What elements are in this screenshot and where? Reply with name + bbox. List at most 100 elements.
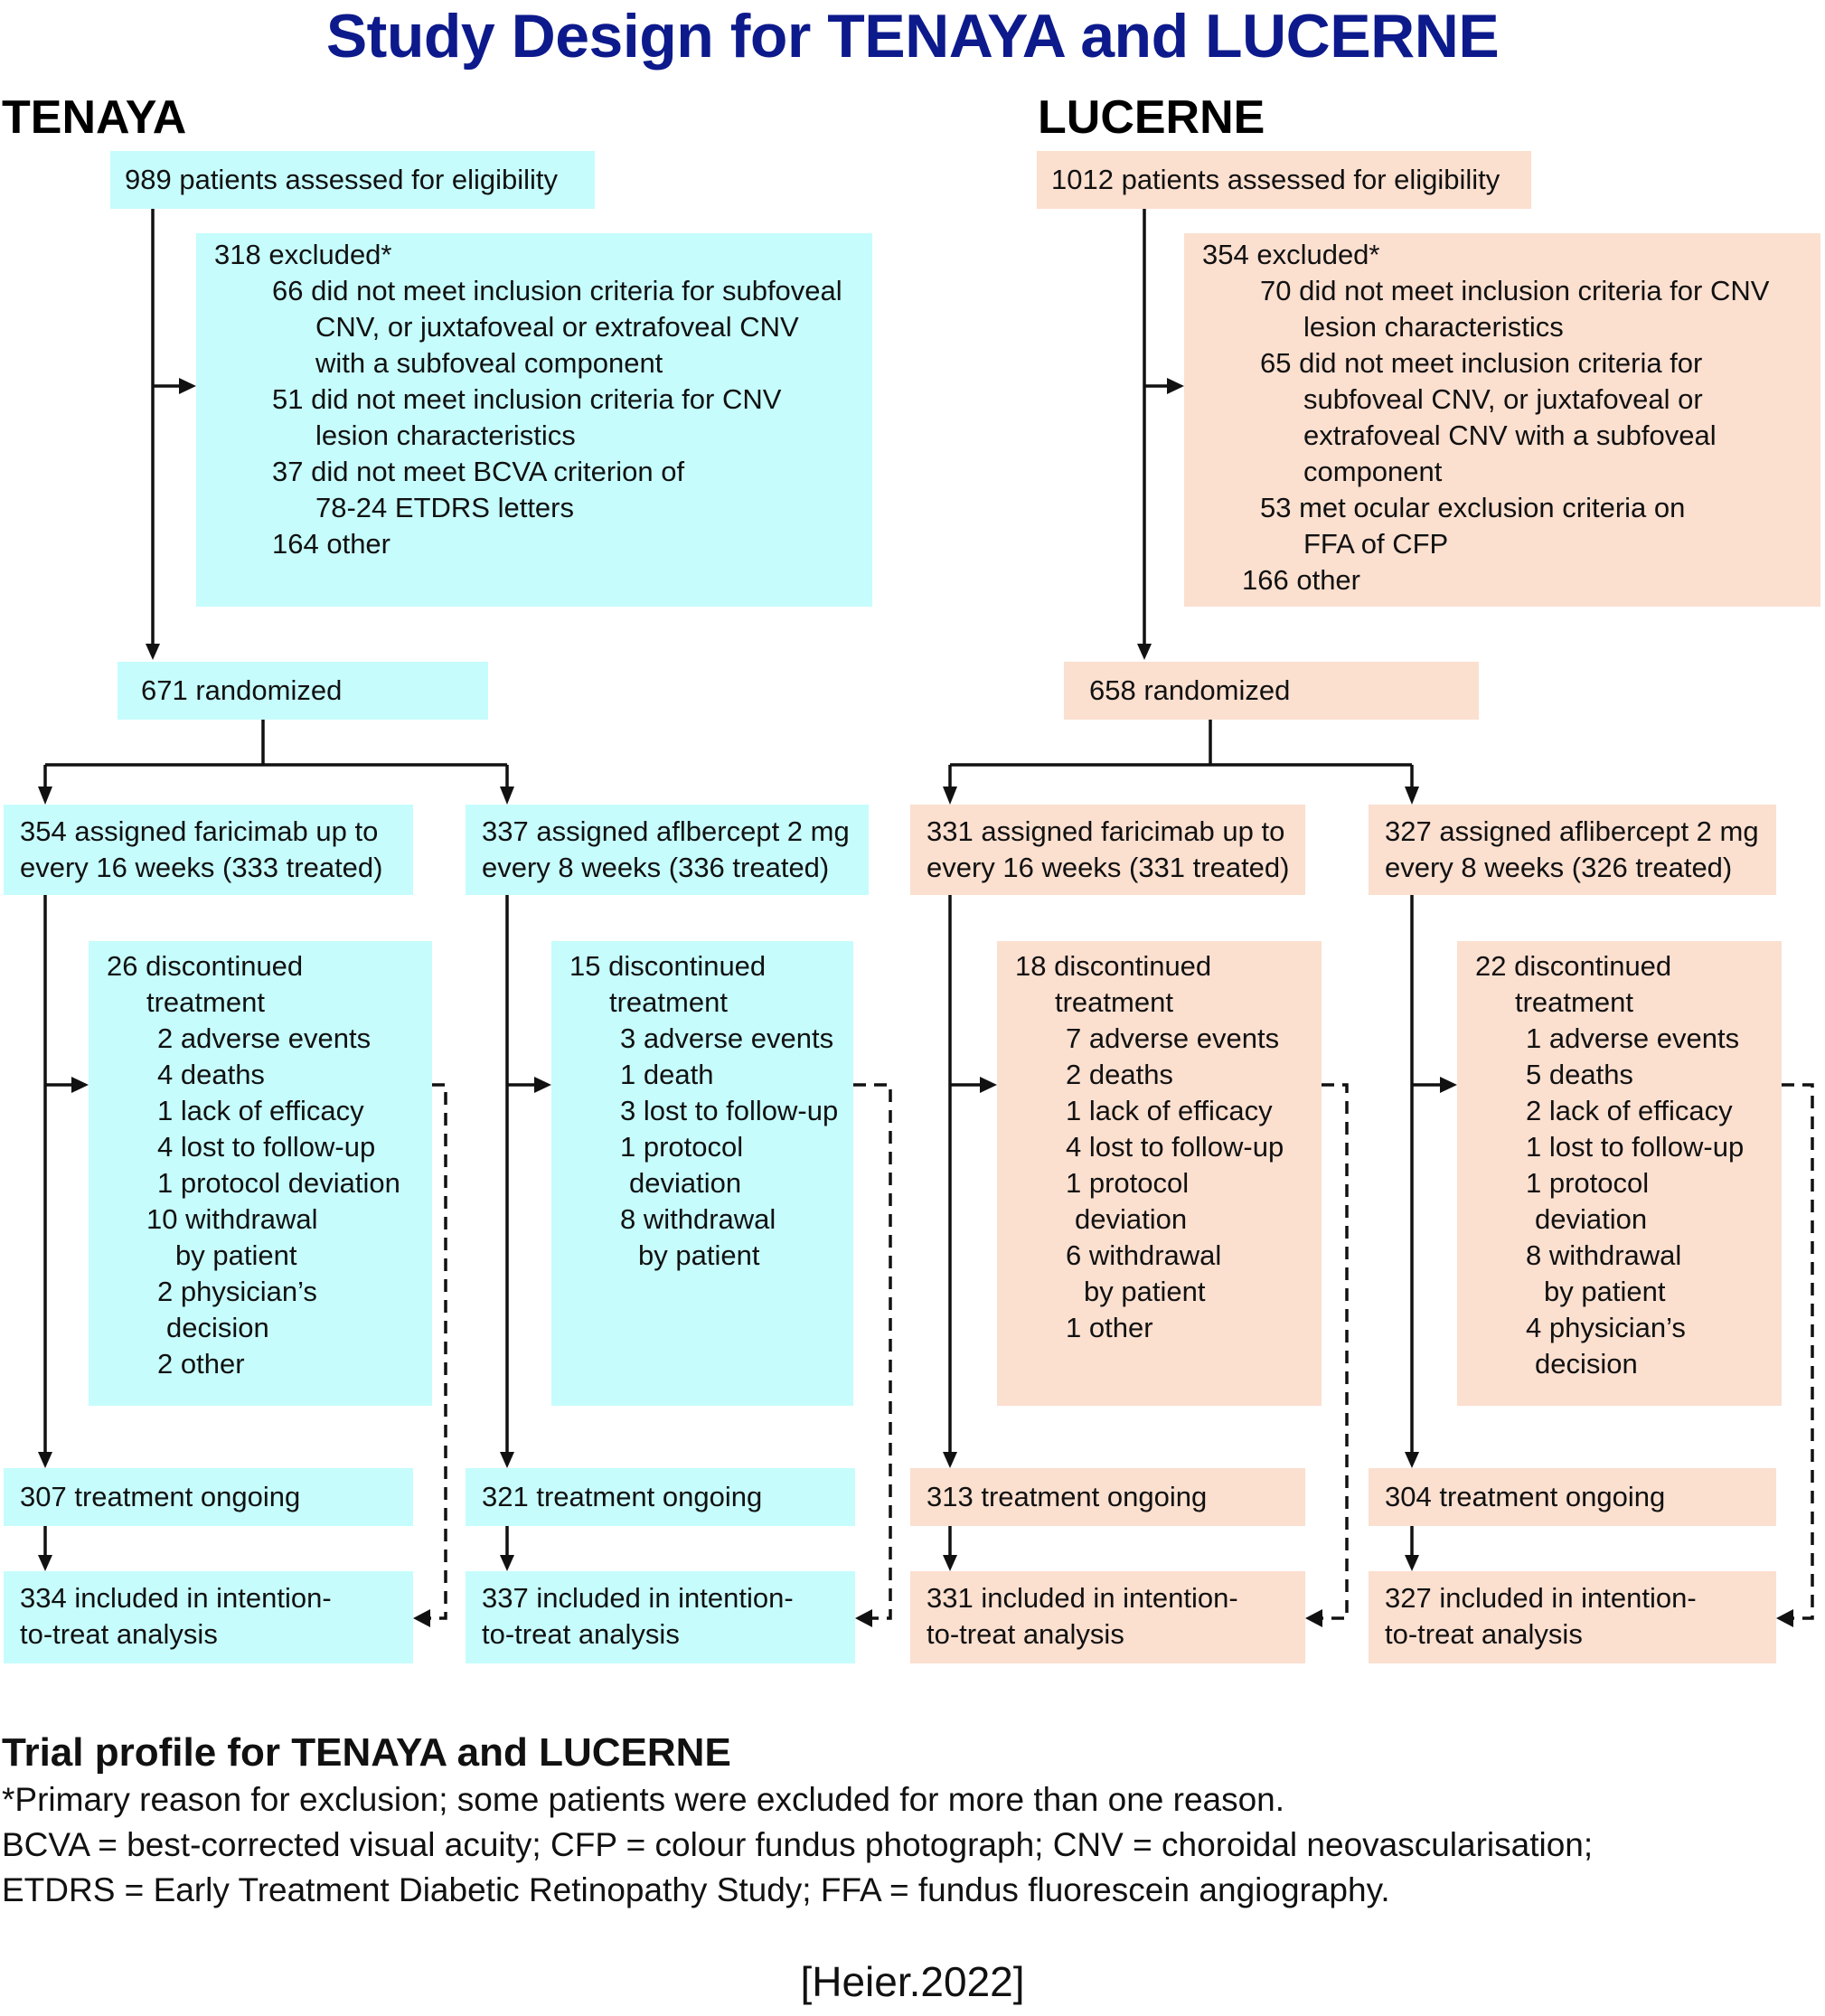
excluded-reason: lesion characteristics (315, 419, 576, 451)
itt-line: to-treat analysis (20, 1618, 218, 1650)
discontinued-reason: by patient (1544, 1276, 1666, 1307)
discontinued-reason: by patient (175, 1239, 297, 1271)
discontinued-header: 15 discontinued (569, 950, 767, 982)
tenaya-randomized-box: 671 randomized (118, 662, 488, 720)
footnote-line: *Primary reason for exclusion; some pati… (2, 1781, 1285, 1818)
assigned-line: 327 assigned aflibercept 2 mg (1385, 815, 1759, 847)
footer-title: Trial profile for TENAYA and LUCERNE (2, 1730, 731, 1775)
tenaya-arm-2-itt-box: 337 included in intention-to-treat analy… (466, 1571, 855, 1663)
arrow-down-icon (1405, 787, 1419, 805)
excluded-reason: with a subfoveal component (315, 347, 663, 379)
discontinued-reason: 1 death (620, 1059, 714, 1090)
excluded-reason: 166 other (1242, 564, 1360, 596)
arrow-down-icon (146, 644, 160, 660)
itt-text: 334 included in intention-to-treat analy… (4, 1571, 413, 1662)
excluded-reason: component (1303, 456, 1443, 487)
page-title: Study Design for TENAYA and LUCERNE (325, 2, 1500, 71)
assigned-line: every 8 weeks (336 treated) (482, 852, 830, 883)
dashed-connector (1782, 1083, 1814, 1620)
arrow-right-icon (1440, 1077, 1457, 1093)
discontinued-reason: 7 adverse events (1066, 1022, 1280, 1054)
discontinued-header: 22 discontinued (1475, 950, 1672, 982)
discontinued-reason: 8 withdrawal (620, 1203, 776, 1235)
tenaya-arm-2-assigned-box: 337 assigned aflbercept 2 mg every 8 week… (466, 805, 869, 895)
itt-text: 327 included in intention-to-treat analy… (1369, 1571, 1776, 1662)
arrow-down-icon (38, 1555, 52, 1571)
tenaya-randomized-text: 671 randomized (141, 674, 343, 706)
lucerne-randomized-box: 658 randomized (1064, 662, 1479, 720)
assigned-line: 337 assigned aflbercept 2 mg (482, 815, 850, 847)
discontinued-reason: 3 lost to follow-up (620, 1095, 839, 1126)
discontinued-reason: 1 lack of efficacy (1066, 1095, 1273, 1126)
arrow-left-icon (1776, 1609, 1793, 1627)
lucerne-arm-2-itt-box: 327 included in intention-to-treat analy… (1369, 1571, 1776, 1663)
ongoing-text: 307 treatment ongoing (20, 1481, 301, 1512)
arrow-down-icon (500, 1555, 514, 1571)
discontinued-reason: 1 other (1066, 1312, 1153, 1343)
assigned-line: every 8 weeks (326 treated) (1385, 852, 1733, 883)
itt-line: 337 included in intention- (482, 1582, 794, 1614)
discontinued-reason: 6 withdrawal (1066, 1239, 1222, 1271)
tenaya-arm-2-ongoing-box: 321 treatment ongoing (466, 1468, 855, 1526)
tenaya-excluded-box: 318 excluded* 66 did not meet inclusion … (196, 233, 872, 607)
lucerne-arm-2-ongoing-box: 304 treatment ongoing (1369, 1468, 1776, 1526)
itt-text: 331 included in intention-to-treat analy… (910, 1571, 1305, 1662)
excluded-reason: 70 did not meet inclusion criteria for C… (1260, 275, 1770, 306)
tenaya-assessed-text: 989 patients assessed for eligibility (125, 164, 559, 195)
discontinued-reason: 1 lack of efficacy (157, 1095, 364, 1126)
discontinued-reason: decision (166, 1312, 269, 1343)
discontinued-reason: 2 deaths (1066, 1059, 1173, 1090)
discontinued-reason: 1 protocol deviation (157, 1167, 400, 1199)
itt-line: 334 included in intention- (20, 1582, 332, 1614)
excluded-reason: 78-24 ETDRS letters (315, 492, 574, 523)
arrow-down-icon (1405, 1555, 1419, 1571)
arrow-left-icon (855, 1609, 872, 1627)
discontinued-header: treatment (1515, 986, 1633, 1018)
discontinued-reason: 4 lost to follow-up (1066, 1131, 1284, 1163)
discontinued-reason: by patient (638, 1239, 760, 1271)
lucerne-assessed-text: 1012 patients assessed for eligibility (1051, 164, 1500, 195)
excluded-reason: subfoveal CNV, or juxtafoveal or (1303, 383, 1703, 415)
arrow-right-icon (71, 1077, 89, 1093)
dashed-connector (853, 1083, 892, 1620)
arrow-right-icon (534, 1077, 551, 1093)
ongoing-text: 313 treatment ongoing (927, 1481, 1208, 1512)
discontinued-reason: 4 lost to follow-up (157, 1131, 376, 1163)
assigned-text: 337 assigned aflbercept 2 mg every 8 week… (466, 805, 869, 895)
tenaya-arm-1-itt-box: 334 included in intention-to-treat analy… (4, 1571, 413, 1663)
discontinued-reason: deviation (1075, 1203, 1188, 1235)
itt-line: to-treat analysis (927, 1618, 1124, 1650)
footnote-line: ETDRS = Early Treatment Diabetic Retinop… (2, 1871, 1390, 1908)
excluded-reason: lesion characteristics (1303, 311, 1564, 343)
lucerne-arm-1-ongoing-box: 313 treatment ongoing (910, 1468, 1305, 1526)
discontinued-reason: 10 withdrawal (146, 1203, 318, 1235)
discontinued-header: treatment (1055, 986, 1173, 1018)
arrow-right-icon (980, 1077, 997, 1093)
excluded-header: 354 excluded* (1202, 239, 1380, 270)
discontinued-reason: 2 lack of efficacy (1526, 1095, 1733, 1126)
excluded-reason: FFA of CFP (1303, 528, 1449, 560)
assigned-text: 327 assigned aflibercept 2 mg every 8 wee… (1369, 805, 1776, 895)
discontinued-reason: 1 protocol (1526, 1167, 1650, 1199)
discontinued-reason: 3 adverse events (620, 1022, 834, 1054)
discontinued-reason: 2 other (157, 1348, 245, 1380)
itt-line: to-treat analysis (1385, 1618, 1583, 1650)
discontinued-reason: 8 withdrawal (1526, 1239, 1682, 1271)
discontinued-header: treatment (146, 986, 265, 1018)
arrow-down-icon (1137, 644, 1152, 660)
dashed-connector (1320, 1083, 1349, 1620)
tenaya-arm-1-ongoing-box: 307 treatment ongoing (4, 1468, 413, 1526)
excluded-reason: 53 met ocular exclusion criteria on (1260, 492, 1686, 523)
arrow-left-icon (413, 1609, 430, 1627)
assigned-line: every 16 weeks (331 treated) (927, 852, 1290, 883)
arrow-down-icon (943, 1452, 957, 1468)
lucerne-label: LUCERNE (1038, 91, 1265, 144)
arrow-down-icon (38, 787, 52, 805)
